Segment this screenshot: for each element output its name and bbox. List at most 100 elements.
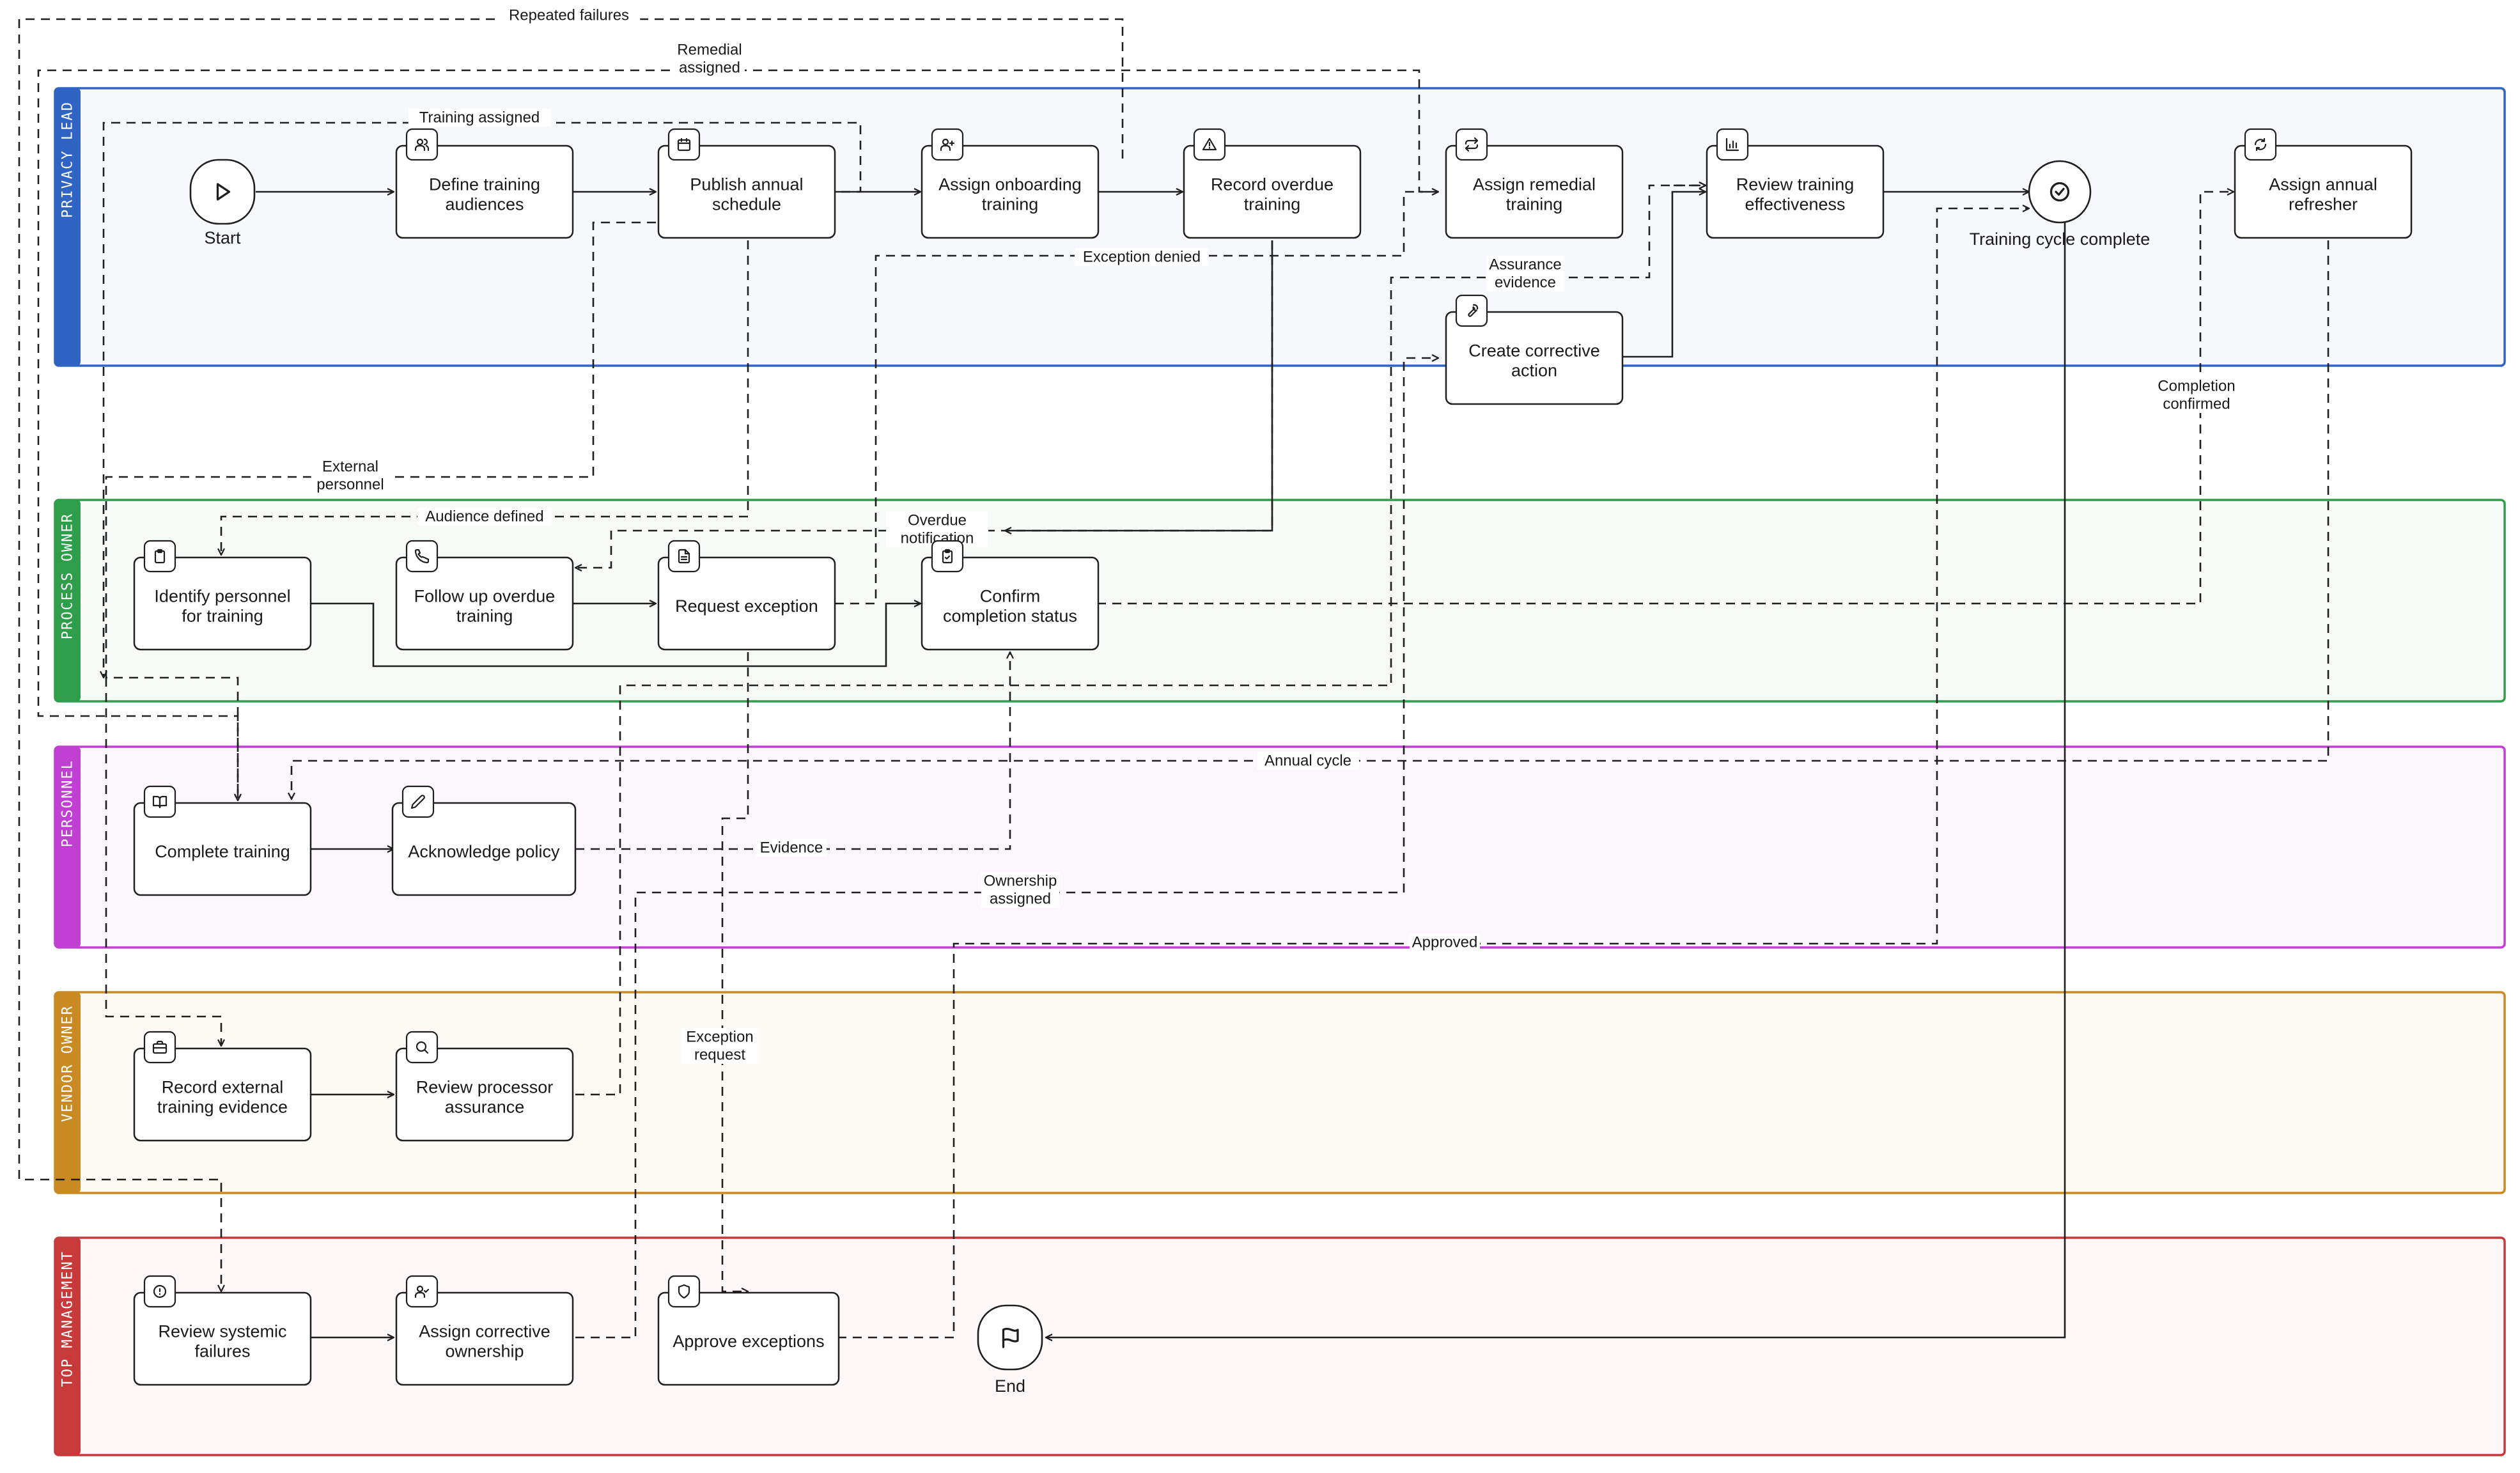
task-label: schedule [712,195,781,214]
clipboard-icon [154,549,166,564]
edge-label-exception-denied: Exception denied [1075,248,1209,266]
flow-edge [104,121,862,678]
task-complete-training[interactable]: Complete training [133,785,312,896]
task-label: assurance [445,1098,525,1117]
play-icon [216,183,231,201]
edge-label-text: Approved [1412,934,1478,951]
task-label: Approve exceptions [673,1332,824,1351]
event-label: Training cycle complete [1970,230,2151,249]
edge-label-text: Exception [686,1029,753,1046]
task-request-exception[interactable]: Request exception [657,540,836,651]
edge-label-text: Audience defined [425,508,543,526]
task-label: refresher [2289,195,2358,214]
task-label: Identify personnel [154,587,290,606]
event-label: Start [204,228,241,247]
lane-personnel: PERSONNEL [54,745,2506,949]
task-label: Record overdue [1211,175,1334,194]
edge-label-text: Remedial [677,42,742,59]
clipboard-check-icon [942,549,953,564]
bar-chart-icon [1725,137,1739,152]
task-approve-exceptions[interactable]: Approve exceptions [657,1275,840,1386]
edge-label-approved: Approved [1410,933,1480,951]
edge-label-annual-cycle: Annual cycle [1257,752,1359,770]
task-label: failures [194,1342,250,1361]
event-start[interactable]: Start [189,159,256,247]
task-label: for training [182,607,263,626]
task-label: audiences [445,195,524,214]
phone-icon [414,549,430,564]
edge-label-text: evidence [1495,274,1556,292]
task-label: Assign corrective [419,1322,550,1341]
alert-circle-icon [153,1284,167,1298]
edge-label-text: request [694,1047,745,1064]
edge-label-text: Assurance [1489,256,1561,274]
task-label: Define training [429,175,540,194]
flow-edge [575,652,1010,850]
task-label: ownership [445,1342,524,1361]
lane-process-owner: PROCESS OWNER [54,499,2506,703]
task-label: Confirm [980,587,1041,606]
calendar-icon [677,137,691,152]
flow-edge [575,185,1706,1096]
task-label: Review training [1736,175,1855,194]
task-label: training [1244,195,1301,214]
user-check-icon [414,1285,430,1298]
event-end[interactable]: End [977,1304,1043,1396]
edge-label-text: External [322,458,378,476]
briefcase-icon [152,1040,167,1054]
edge-label-text: Training assigned [419,109,540,127]
pencil-icon [410,795,425,809]
flow-edge [1621,192,1706,358]
edge-label-evidence: Evidence [756,839,827,857]
lane-label: PRIVACY LEAD [60,101,76,218]
edge-label-text: Overdue [908,512,967,529]
wrench-icon [1468,304,1479,317]
search-icon [416,1041,429,1054]
edge-label-text: confirmed [2163,396,2230,413]
task-label: training [982,195,1039,214]
task-label: training evidence [157,1098,288,1117]
lane-label: PERSONNEL [60,760,76,847]
edge-label-text: Repeated failures [509,7,629,24]
task-label: Request exception [675,596,818,616]
event-training-complete[interactable]: Training cycle complete [1970,160,2151,249]
event-label: End [995,1376,1025,1396]
task-label: Acknowledge policy [408,842,560,861]
edge-label-text: assigned [990,891,1051,908]
task-acknowledge-policy[interactable]: Acknowledge policy [391,785,577,896]
task-label: Record external [162,1078,284,1097]
flow-edge [18,18,1124,1291]
flow-edge [575,358,1438,1339]
task-label: action [1511,361,1557,380]
refresh-icon [2254,137,2267,152]
edge-label-audience-defined: Audience defined [417,508,552,526]
lane-vendor-owner: VENDOR OWNER [54,991,2506,1194]
flow-edge [575,240,1273,568]
task-label: Assign remedial [1473,175,1596,194]
edge-label-training-assigned: Training assigned [408,109,551,127]
edge-label-text: Exception denied [1083,249,1201,266]
task-label: Publish annual [690,175,803,194]
book-icon [152,795,167,809]
